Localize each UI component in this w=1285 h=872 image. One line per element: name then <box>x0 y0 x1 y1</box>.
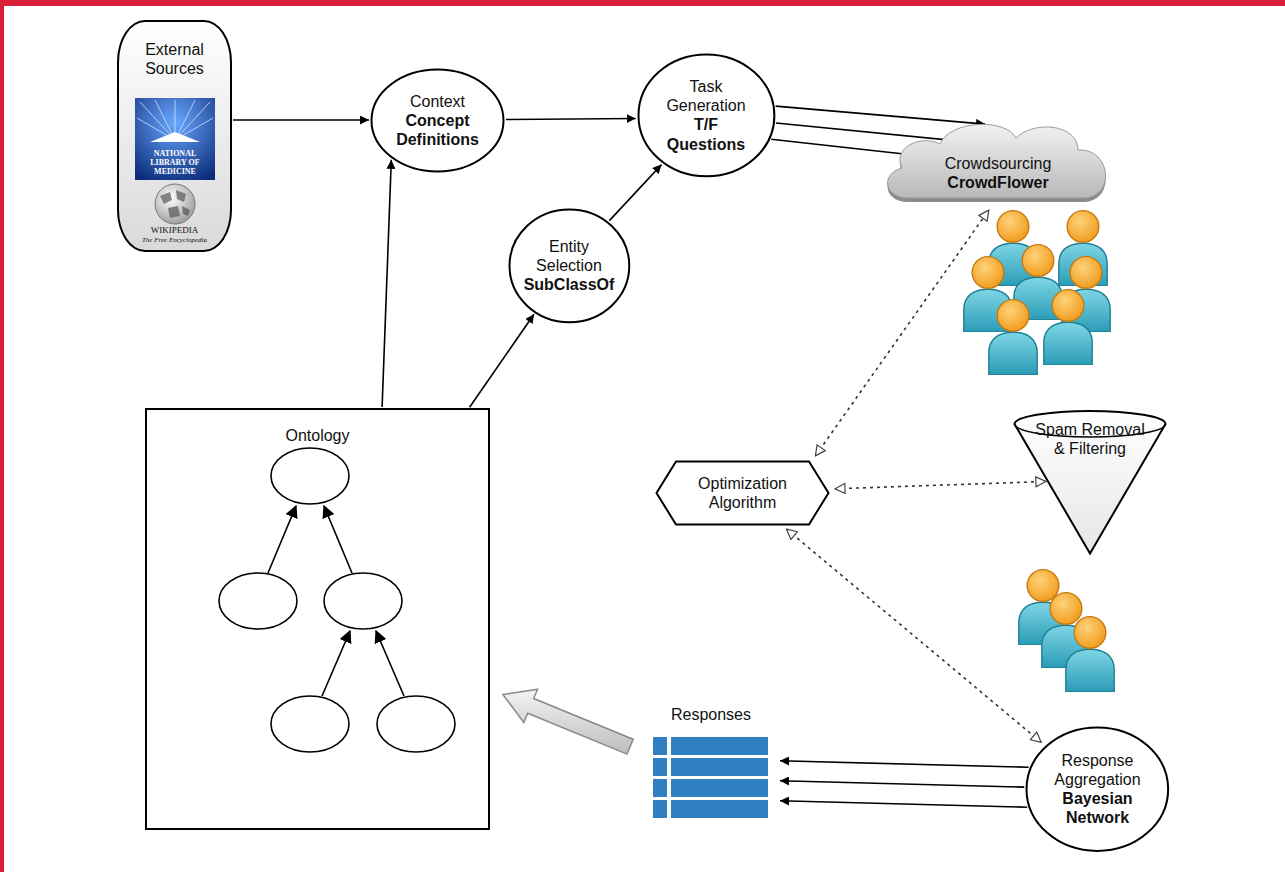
flow-arrow <box>609 165 661 221</box>
flow-arrow <box>780 761 1029 767</box>
node-text: ContextConcept Definitions <box>390 92 485 150</box>
node-title: Context <box>390 92 485 111</box>
crowd-cloud: CrowdsourcingCrowdFlower <box>878 118 1118 206</box>
node-title: Spam Removal & Filtering <box>1034 420 1146 458</box>
responses-table <box>653 737 768 818</box>
node-title: External Sources <box>127 40 223 78</box>
node-subtitle: Bayesian Network <box>1047 789 1147 827</box>
logo-text: WIKIPEDIA <box>117 226 232 236</box>
node-subtitle: SubClassOf <box>521 275 616 294</box>
wikipedia-globe <box>155 184 195 224</box>
filter-funnel: Spam Removal & Filtering <box>1013 410 1167 555</box>
control-link <box>835 482 1046 489</box>
ontology-box: Ontology <box>145 408 490 830</box>
node-text: External Sources <box>127 40 223 78</box>
filtered-workers <box>1019 570 1114 692</box>
flow-arrow <box>233 119 369 121</box>
flow-arrow <box>780 801 1027 807</box>
node-title: Response Aggregation <box>1047 751 1147 789</box>
node-text: Optimization Algorithm <box>683 474 803 512</box>
node-title: Entity Selection <box>521 237 616 275</box>
flow-arrow <box>382 160 391 407</box>
node-title: Task Generation <box>658 77 753 115</box>
control-link <box>787 529 1042 742</box>
process-ellipse: Response AggregationBayesian Network <box>1025 726 1170 852</box>
process-ellipse: Entity SelectionSubClassOf <box>508 208 631 324</box>
ontology-tree <box>219 448 455 752</box>
node-text: Task GenerationT/F Questions <box>658 77 753 154</box>
algorithm-hexagon: Optimization Algorithm <box>655 460 830 526</box>
flow-arrow <box>780 781 1024 787</box>
node-text: Spam Removal & Filtering <box>1034 420 1146 458</box>
node-text: Entity SelectionSubClassOf <box>521 237 616 295</box>
node-text: Responses <box>651 705 771 724</box>
flow-arrow <box>470 314 534 407</box>
node-subtitle: CrowdFlower <box>908 173 1088 192</box>
node-text: Response AggregationBayesian Network <box>1047 751 1147 828</box>
node-text: Ontology <box>218 426 418 445</box>
flow-arrow <box>776 106 985 124</box>
control-link <box>815 210 988 456</box>
hex-outline <box>655 460 830 526</box>
node-title: Ontology <box>218 426 418 445</box>
red-frame-top <box>0 0 1285 6</box>
red-frame-left <box>0 0 4 872</box>
nlm-logo <box>135 98 215 180</box>
crowd-workers <box>964 211 1110 375</box>
node-title: Responses <box>651 705 771 724</box>
responses-table-node: Responses <box>643 705 779 821</box>
logo-text: The Free Encyclopedia <box>117 237 232 245</box>
feedback-arrow <box>503 689 633 754</box>
node-subtitle: Concept Definitions <box>390 111 485 149</box>
process-ellipse: ContextConcept Definitions <box>370 68 505 173</box>
ellipse-outline <box>637 53 776 178</box>
node-title: Crowdsourcing <box>908 154 1088 173</box>
logo-text: NATIONAL LIBRARY OF MEDICINE <box>137 150 213 176</box>
node-text: CrowdsourcingCrowdFlower <box>908 154 1088 192</box>
ellipse-outline <box>1025 726 1170 852</box>
node-title: Optimization Algorithm <box>683 474 803 512</box>
sources-fill <box>118 21 231 251</box>
node-subtitle: T/F Questions <box>658 115 753 153</box>
flow-arrow <box>506 119 636 120</box>
process-ellipse: Task GenerationT/F Questions <box>637 53 776 178</box>
source-box: External Sources <box>117 20 232 252</box>
